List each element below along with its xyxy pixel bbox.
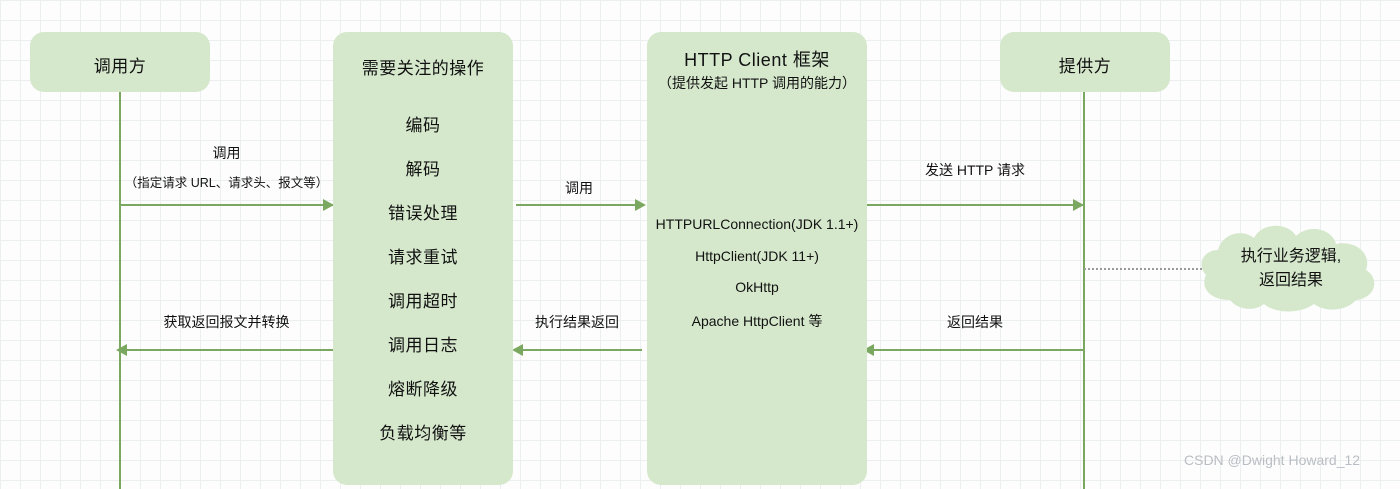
- arrow-label-return-result: 返回结果: [947, 314, 1003, 330]
- arrow-head-provider-to-httpclient: [863, 344, 874, 356]
- library-item-httpclient-jdk11: HttpClient(JDK 11+): [695, 248, 819, 264]
- operations-item-error-handling: 错误处理: [388, 204, 458, 223]
- lifeline-caller: [119, 90, 121, 489]
- node-http-client-title: HTTP Client 框架: [684, 50, 830, 70]
- arrow-head-httpclient-to-provider: [1073, 199, 1084, 211]
- arrow-operations-to-httpclient: [516, 204, 642, 206]
- operations-item-encode: 编码: [405, 116, 441, 135]
- lifeline-provider: [1083, 90, 1085, 489]
- arrow-httpclient-to-operations: [521, 349, 642, 351]
- node-http-client-subtitle: （提供发起 HTTP 调用的能力）: [657, 75, 857, 91]
- dotted-connector-provider-to-cloud: [1084, 268, 1206, 270]
- arrow-label-call-2: 调用: [565, 180, 593, 196]
- node-http-client-framework[interactable]: HTTP Client 框架 （提供发起 HTTP 调用的能力） HTTPURL…: [647, 32, 867, 485]
- library-item-apache-httpclient: Apache HttpClient 等: [691, 313, 823, 329]
- node-caller-title: 调用方: [93, 57, 147, 76]
- operations-item-load-balancing: 负载均衡等: [379, 424, 467, 443]
- library-item-okhttp: OkHttp: [735, 279, 779, 295]
- arrow-head-operations-to-httpclient: [635, 199, 646, 211]
- operations-item-decode: 解码: [405, 160, 441, 179]
- cloud-note-line1: 执行业务逻辑,: [1240, 248, 1342, 265]
- arrow-httpclient-to-provider: [867, 204, 1083, 206]
- arrow-label-send-http-request: 发送 HTTP 请求: [924, 162, 1026, 178]
- operations-item-call-timeout: 调用超时: [388, 292, 458, 311]
- operations-item-circuit-breaker: 熔断降级: [388, 380, 458, 399]
- arrow-label-get-response-and-convert: 获取返回报文并转换: [163, 314, 290, 330]
- library-item-httpurlconnection: HTTPURLConnection(JDK 1.1+): [655, 216, 859, 232]
- cloud-note-business-logic[interactable]: 执行业务逻辑, 返回结果: [1196, 220, 1386, 316]
- arrow-sublabel-call-params: （指定请求 URL、请求头、报文等）: [124, 176, 329, 190]
- watermark-csdn: CSDN @Dwight Howard_12: [1184, 452, 1361, 468]
- node-provider[interactable]: 提供方: [1000, 32, 1170, 92]
- arrow-operations-to-caller: [125, 349, 333, 351]
- arrow-head-caller-to-operations: [323, 199, 334, 211]
- operations-item-request-retry: 请求重试: [388, 248, 458, 267]
- arrow-head-httpclient-to-operations: [512, 344, 523, 356]
- node-operations-title: 需要关注的操作: [361, 59, 485, 78]
- arrow-caller-to-operations: [120, 204, 333, 206]
- node-operations[interactable]: 需要关注的操作 编码 解码 错误处理 请求重试 调用超时 调用日志 熔断降级 负…: [333, 32, 513, 485]
- arrow-head-operations-to-caller: [116, 344, 127, 356]
- arrow-label-execution-result-returned: 执行结果返回: [535, 314, 619, 330]
- arrow-label-call: 调用: [212, 145, 241, 161]
- arrow-provider-to-httpclient: [872, 349, 1083, 351]
- node-caller[interactable]: 调用方: [30, 32, 210, 92]
- operations-item-call-log: 调用日志: [388, 336, 458, 355]
- node-provider-title: 提供方: [1058, 57, 1112, 76]
- cloud-note-line2: 返回结果: [1258, 272, 1323, 289]
- cloud-shape-icon: [1201, 225, 1375, 312]
